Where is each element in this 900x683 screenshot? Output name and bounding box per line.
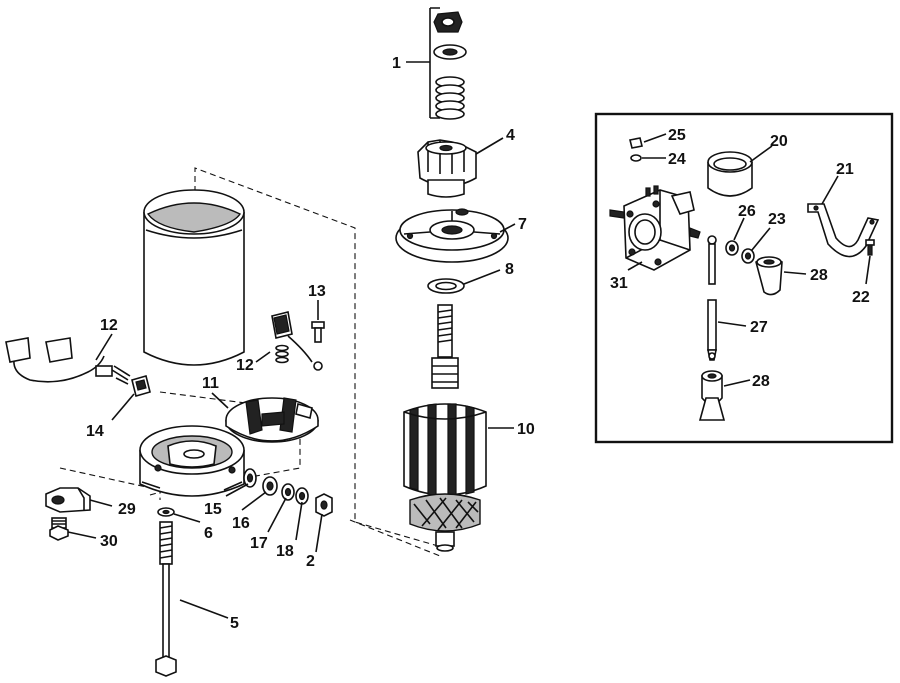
callout-7: 7	[518, 216, 527, 233]
callout-18: 18	[276, 543, 294, 560]
part-13-screw-and-brush-right	[271, 311, 325, 371]
callout-6: 6	[204, 525, 213, 542]
part-29-mounting-clamp	[45, 487, 91, 513]
callout-10: 10	[517, 421, 535, 438]
callout-28-lower: 28	[752, 373, 770, 390]
part-24-washer	[630, 154, 642, 162]
callout-21: 21	[836, 161, 854, 178]
callout-28-upper: 28	[810, 267, 828, 284]
callout-31: 31	[610, 275, 628, 292]
callout-29: 29	[118, 501, 136, 518]
part-21-bracket	[807, 203, 880, 258]
callout-25: 25	[668, 127, 686, 144]
part-25-nut	[629, 137, 643, 149]
callout-12-left: 12	[100, 317, 118, 334]
callout-22: 22	[852, 289, 870, 306]
callout-27: 27	[750, 319, 768, 336]
callout-1: 1	[392, 55, 401, 72]
callout-20: 20	[770, 133, 788, 150]
part-6-lock-washer	[157, 507, 175, 517]
part-12-brush-set-left	[5, 337, 131, 385]
leader-lines	[67, 61, 871, 619]
callout-14: 14	[86, 423, 104, 440]
callout-17: 17	[250, 535, 268, 552]
part-28-terminal-boot-upper	[755, 256, 783, 296]
part-30-bolt	[49, 517, 69, 541]
callout-30: 30	[100, 533, 118, 550]
callout-26: 26	[738, 203, 756, 220]
callout-15: 15	[204, 501, 222, 518]
callout-16: 16	[232, 515, 250, 532]
callout-23: 23	[768, 211, 786, 228]
part-7-drive-end-cap	[395, 208, 509, 263]
part-28-terminal-boot-lower	[698, 370, 726, 421]
callout-labels: 1 4 7 8 10 12 13 12 11 14 15 16 17 18 2 …	[86, 55, 870, 632]
part-11-brush-plate	[225, 397, 319, 443]
callout-4: 4	[506, 127, 515, 144]
callout-11: 11	[202, 375, 219, 392]
callout-5: 5	[230, 615, 239, 632]
callout-2: 2	[306, 553, 315, 570]
part-23-washer	[741, 248, 755, 264]
parts-15-18-washers-and-nut	[243, 468, 333, 517]
callout-12-right: 12	[236, 357, 254, 374]
part-5-through-bolt	[155, 521, 177, 677]
solenoid-inset-box	[594, 112, 894, 444]
part-22-screw	[865, 239, 875, 256]
part-20-cover-band	[707, 151, 753, 197]
part-27-cable	[707, 235, 717, 361]
callout-13: 13	[308, 283, 326, 300]
callout-8: 8	[505, 261, 514, 278]
part-31-solenoid	[609, 185, 701, 271]
callout-24: 24	[668, 151, 686, 168]
part-8-thrust-washer	[427, 278, 465, 294]
part-26-washer	[725, 240, 739, 256]
part-10-armature	[403, 304, 487, 552]
part-4-pinion-gear	[417, 139, 477, 198]
motor-frame-housing	[143, 189, 245, 366]
part-14-brush-holder	[131, 375, 151, 397]
commutator-end-head	[139, 425, 245, 497]
part-1-nut-spring-stack	[429, 7, 467, 120]
